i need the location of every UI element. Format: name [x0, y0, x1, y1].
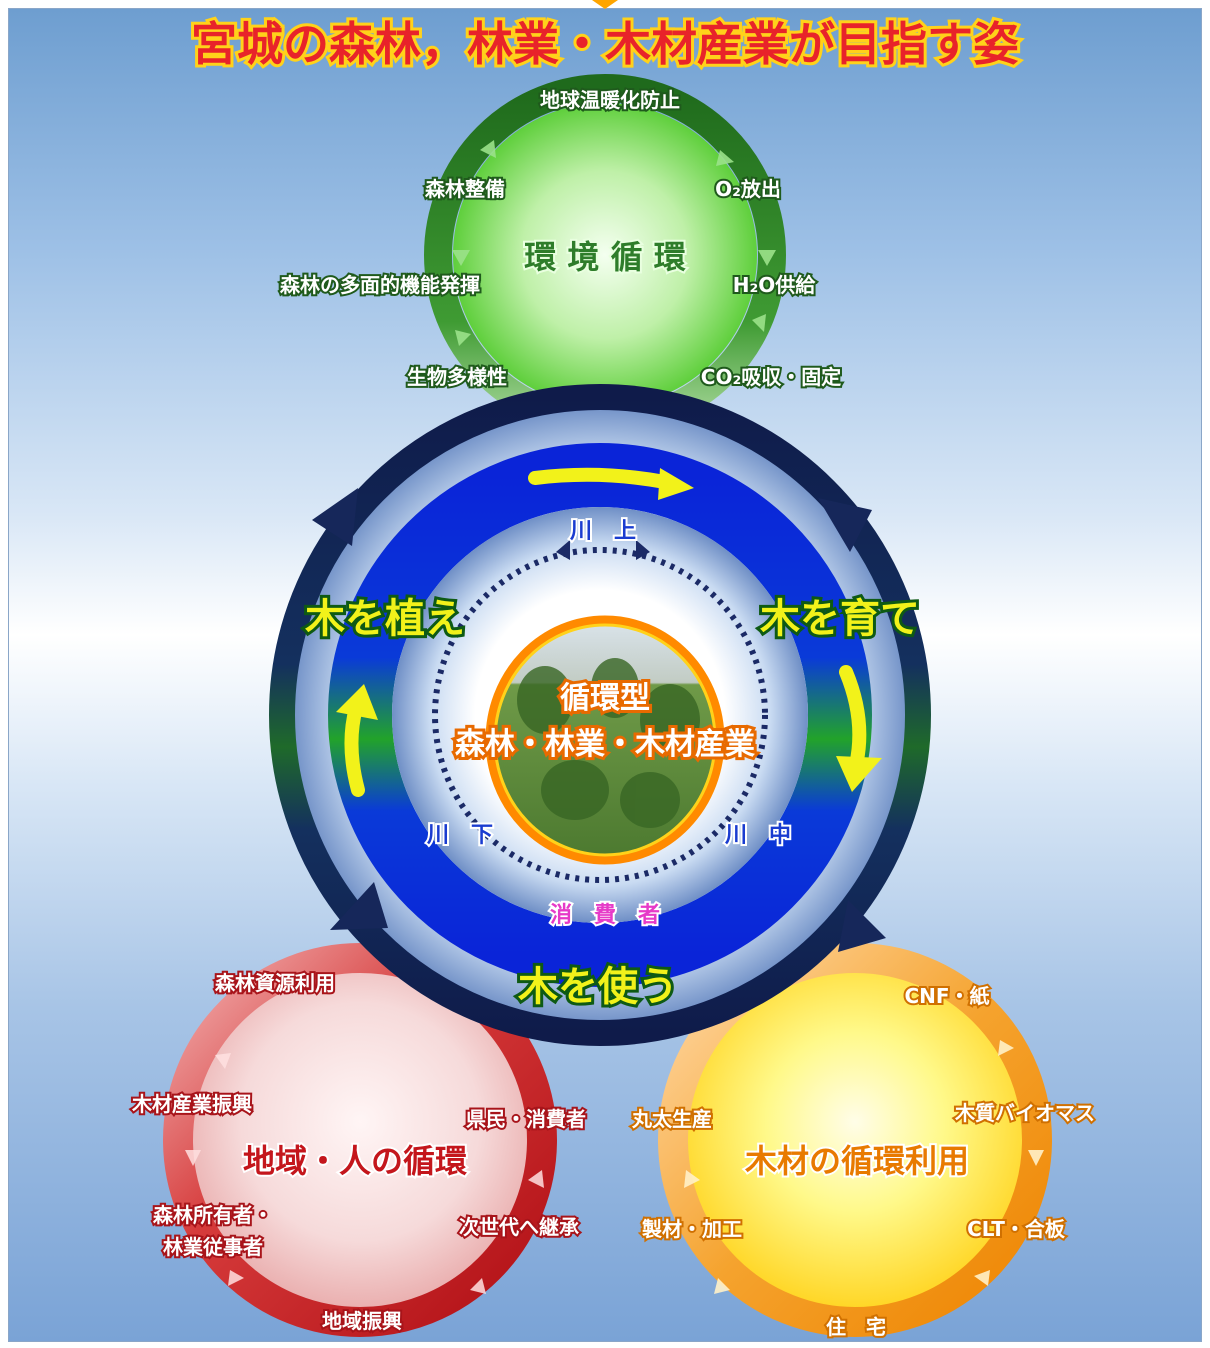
env-label-forest-maintenance: 森林整備	[425, 177, 505, 201]
environment-circle-fill	[453, 103, 757, 407]
main-cycle-outer-arrowheads	[312, 488, 886, 952]
region-cycle	[163, 943, 557, 1337]
wood-circle-fill	[675, 960, 1035, 1320]
region-ring-arrows	[185, 1053, 544, 1294]
region-title: 地域・人の循環	[243, 1142, 467, 1180]
river-dotted-circle	[432, 547, 768, 883]
region-items: 森林資源利用 木材産業振興 県民・消費者 森林所有者・ 林業従事者 次世代へ継承…	[129, 969, 588, 1335]
region-label-owners-line2: 林業従事者	[163, 1235, 263, 1259]
river-dotted-arrowheads	[556, 540, 650, 560]
center-label-line1: 循環型	[560, 681, 650, 716]
wood-label-cnf-paper: CNF・紙	[904, 984, 989, 1008]
region-label-regional-promotion: 地域振興	[322, 1309, 402, 1333]
main-cycle-labels: 木を植え 木を育て 木を使う	[302, 593, 923, 1013]
env-label-multifunction: 森林の多面的機能発揮	[280, 273, 480, 297]
center-labels: 循環型 森林・林業・木材産業	[452, 678, 758, 765]
main-cycle-outer-ring	[269, 384, 931, 1046]
env-label-warming: 地球温暖化防止	[540, 88, 680, 112]
env-label-co2-absorption: CO₂吸収・固定	[701, 365, 841, 389]
wood-label-housing: 住 宅	[826, 1315, 886, 1339]
wood-label-clt: CLT・合板	[967, 1217, 1066, 1241]
region-label-industry-promotion: 木材産業振興	[131, 1092, 252, 1116]
main-cycle	[269, 384, 931, 1046]
forest-photo-inner-rim	[493, 623, 717, 857]
environment-title: 環 境 循 環	[524, 238, 685, 276]
center-label-line2: 森林・林業・木材産業	[455, 727, 755, 762]
wood-items: CNF・紙 丸太生産 木質バイオマス 製材・加工 CLT・合板 住 宅	[629, 982, 1097, 1341]
river-label-upper: 川 上	[569, 519, 636, 544]
environment-ring-arrows	[452, 140, 776, 346]
env-label-o2-release: O₂放出	[715, 177, 781, 201]
region-label-citizens: 県民・消費者	[466, 1107, 586, 1131]
region-ring	[163, 943, 557, 1337]
cycle-label-grow: 木を育て	[760, 596, 920, 642]
wood-ring	[658, 943, 1052, 1337]
env-label-h2o-supply: H₂O供給	[733, 273, 817, 297]
environment-items: 地球温暖化防止 森林整備 O₂放出 森林の多面的機能発揮 H₂O供給 生物多様性…	[278, 86, 843, 391]
top-tab-marker	[592, 0, 618, 9]
page-title: 宮城の森林，林業・木材産業が目指す姿	[191, 17, 1019, 71]
cycle-label-plant: 木を植え	[305, 596, 465, 642]
river-label-consumer: 消 費 者	[550, 903, 660, 928]
yellow-cycle-arrows	[336, 467, 882, 797]
region-label-next-generation: 次世代へ継承	[459, 1215, 579, 1239]
environment-cycle	[424, 74, 786, 436]
wood-label-sawmill: 製材・加工	[642, 1217, 742, 1241]
region-label-owners-line1: 森林所有者・	[153, 1203, 273, 1227]
wood-ring-arrows	[684, 1040, 1044, 1294]
wood-label-biomass: 木質バイオマス	[954, 1101, 1095, 1125]
wood-label-log-production: 丸太生産	[631, 1107, 712, 1131]
river-label-lower: 川 下	[426, 823, 493, 848]
river-labels: 川 上 川 下 川 中	[424, 517, 793, 850]
forest-photo-frame	[485, 615, 725, 865]
region-circle-fill	[180, 960, 540, 1320]
region-label-resource-use: 森林資源利用	[215, 971, 335, 995]
env-label-biodiversity: 生物多様性	[407, 365, 507, 389]
cycle-label-use: 木を使う	[518, 964, 678, 1010]
wood-cycle	[658, 943, 1052, 1337]
wood-title: 木材の循環利用	[744, 1142, 969, 1180]
forest-photo-trees	[517, 658, 700, 828]
river-label-middle: 川 中	[724, 823, 791, 848]
